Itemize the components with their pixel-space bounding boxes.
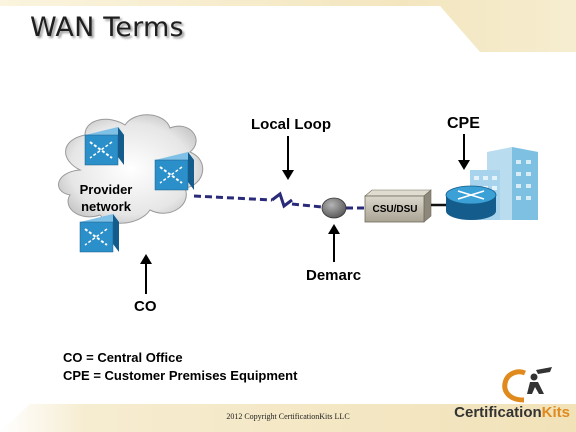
local-loop-label: Local Loop [251, 116, 331, 133]
switch-icon [154, 152, 194, 191]
legend-cpe: CPE = Customer Premises Equipment [63, 368, 298, 383]
header-band [0, 0, 576, 58]
slide-title: WAN Terms [30, 12, 184, 43]
certificationkits-logo-icon [502, 367, 552, 403]
cpe-arrow [458, 134, 470, 170]
csu-dsu-label: CSU/DSU [372, 204, 418, 215]
copyright-text: 2012 Copyright CertificationKits LLC [226, 412, 350, 421]
demarc-label: Demarc [306, 267, 362, 284]
footer-band [0, 404, 576, 432]
provider-network-label: Provider network [79, 182, 133, 214]
switch-icon [84, 127, 124, 166]
co-label: CO [134, 298, 157, 315]
router-icon [445, 185, 497, 220]
demarc-point [321, 197, 347, 219]
building-icon [470, 147, 538, 220]
brand-part1: Certification [454, 404, 542, 421]
csu-dsu-device [364, 189, 432, 223]
legend-co: CO = Central Office [63, 350, 183, 365]
switch-icon [79, 214, 119, 253]
demarc-arrow [328, 224, 340, 262]
local-loop-arrow [282, 136, 294, 180]
co-arrow [140, 254, 152, 294]
brand-part2: Kits [541, 404, 570, 421]
cpe-label: CPE [447, 115, 480, 132]
local-loop-link [193, 191, 365, 210]
brand-wordmark: CertificationKits [454, 404, 570, 421]
